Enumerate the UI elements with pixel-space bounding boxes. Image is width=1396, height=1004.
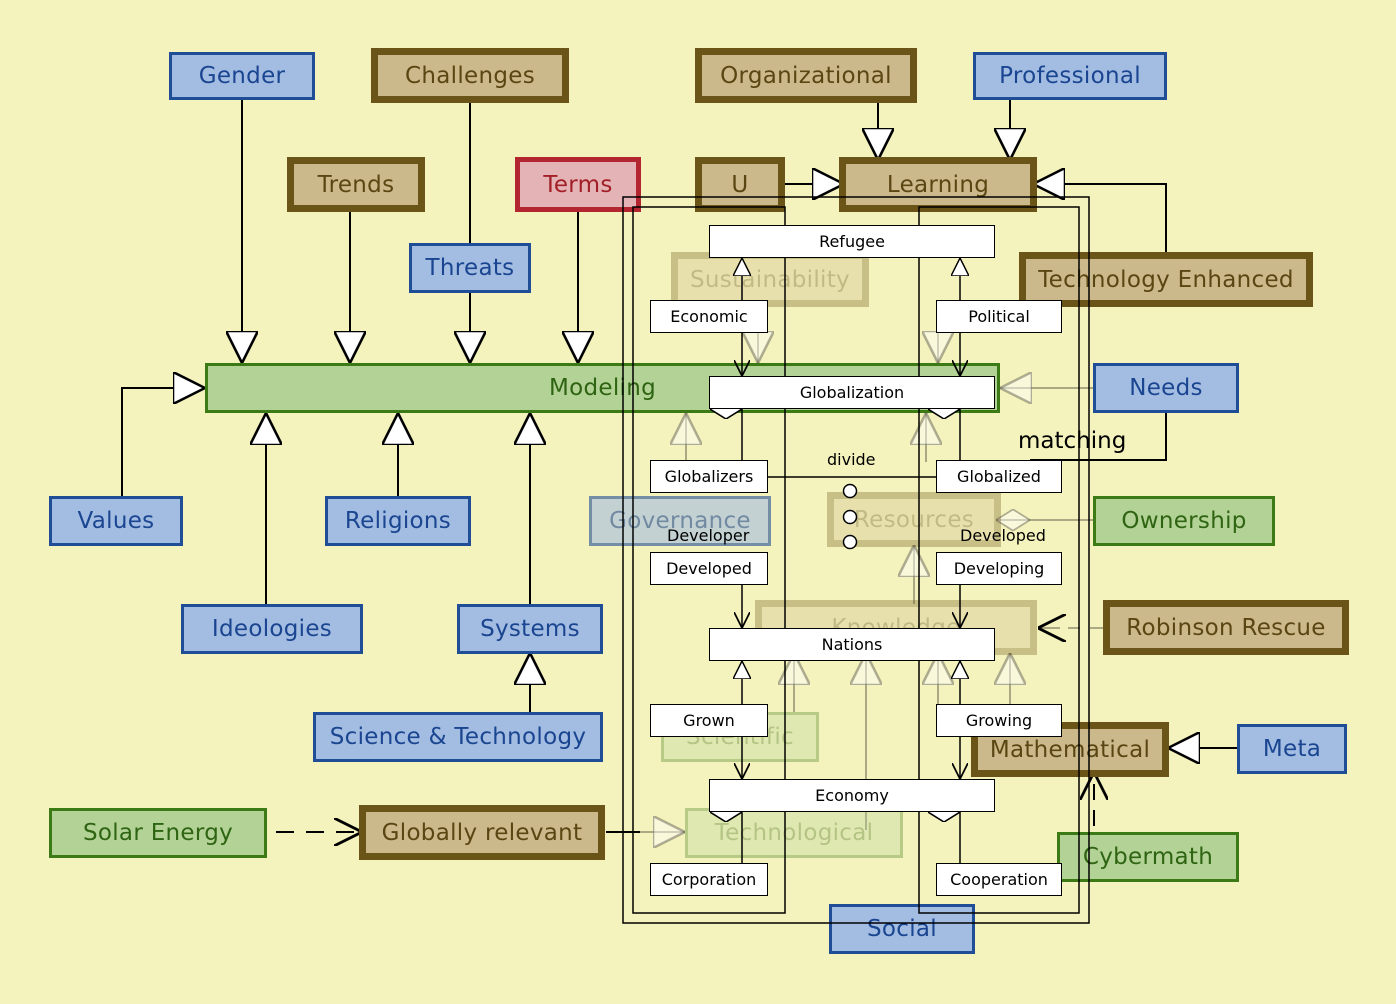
model-economic[interactable]: Economic	[650, 300, 768, 333]
model-globalized[interactable]: Globalized	[936, 460, 1062, 493]
concept-gender[interactable]: Gender	[169, 52, 315, 100]
concept-learning[interactable]: Learning	[839, 157, 1037, 212]
concept-terms[interactable]: Terms	[515, 157, 641, 212]
model-globalization[interactable]: Globalization	[709, 376, 995, 409]
concept-trends[interactable]: Trends	[287, 157, 425, 212]
model-nations[interactable]: Nations	[709, 628, 995, 661]
concept-ownership[interactable]: Ownership	[1093, 496, 1275, 546]
model-divide-label: divide	[827, 450, 876, 469]
model-grown[interactable]: Grown	[650, 704, 768, 737]
model-refugee[interactable]: Refugee	[709, 225, 995, 258]
concept-needs[interactable]: Needs	[1093, 363, 1239, 413]
concept-systems[interactable]: Systems	[457, 604, 603, 654]
model-developer-label: Developer	[667, 526, 750, 545]
model-political[interactable]: Political	[936, 300, 1062, 333]
concept-u[interactable]: U	[695, 157, 785, 212]
concept-organizational[interactable]: Organizational	[695, 48, 917, 103]
concept-globally-relevant[interactable]: Globally relevant	[359, 805, 605, 860]
concept-robinson-rescue[interactable]: Robinson Rescue	[1103, 600, 1349, 655]
model-cooperation[interactable]: Cooperation	[936, 863, 1062, 896]
concept-values[interactable]: Values	[49, 496, 183, 546]
model-developed-label: Developed	[960, 526, 1046, 545]
concept-professional[interactable]: Professional	[973, 52, 1167, 100]
model-economy[interactable]: Economy	[709, 779, 995, 812]
model-corporation[interactable]: Corporation	[650, 863, 768, 896]
link-label-matching: matching	[1018, 428, 1127, 454]
concept-technology-enhanced[interactable]: Technology Enhanced	[1019, 252, 1313, 307]
model-developed[interactable]: Developed	[650, 552, 768, 585]
concept-ideologies[interactable]: Ideologies	[181, 604, 363, 654]
concept-governance[interactable]: Governance	[589, 496, 771, 546]
concept-science-technology[interactable]: Science & Technology	[313, 712, 603, 762]
concept-solar-energy[interactable]: Solar Energy	[49, 808, 267, 858]
model-developing[interactable]: Developing	[936, 552, 1062, 585]
concept-challenges[interactable]: Challenges	[371, 48, 569, 103]
model-growing[interactable]: Growing	[936, 704, 1062, 737]
concept-cybermath[interactable]: Cybermath	[1057, 832, 1239, 882]
concept-meta[interactable]: Meta	[1237, 724, 1347, 774]
concept-threats[interactable]: Threats	[409, 243, 531, 293]
concept-religions[interactable]: Religions	[325, 496, 471, 546]
model-globalizers[interactable]: Globalizers	[650, 460, 768, 493]
